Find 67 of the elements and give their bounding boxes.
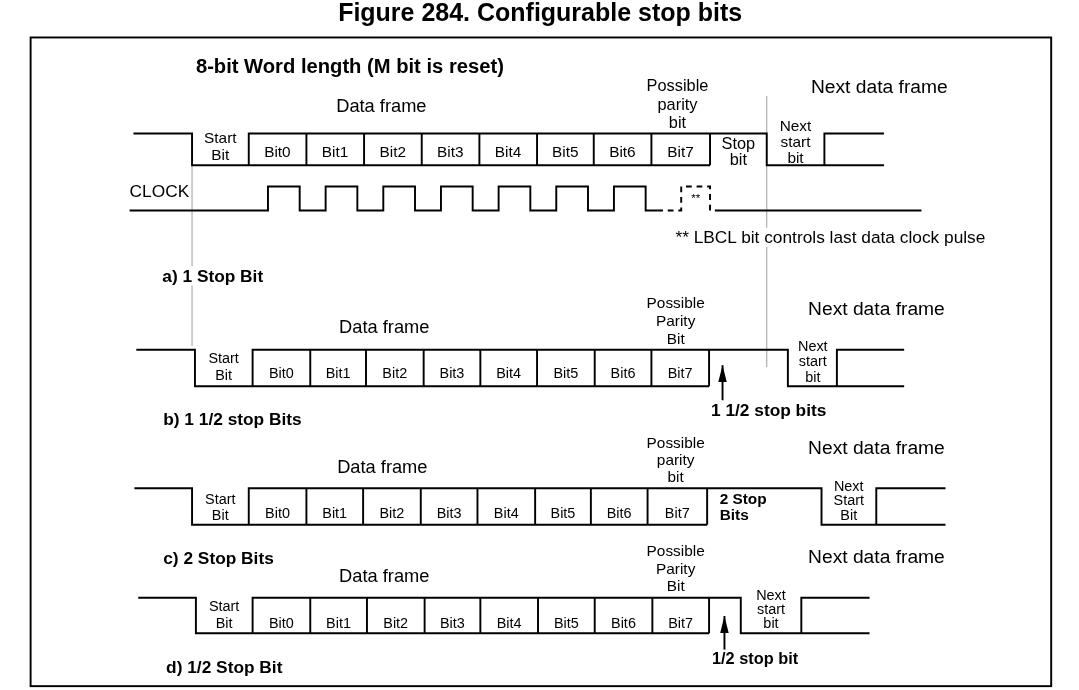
parity-bit-label: Possible Parity Bit — [646, 542, 705, 595]
bit-label: Next Start Bit — [833, 478, 864, 522]
bit-label: Bit6 — [611, 613, 636, 631]
bit-label: Next start bit — [798, 338, 828, 385]
frame-label: Data frame — [336, 96, 427, 118]
arrow — [720, 615, 729, 651]
bit-label: Bit0 — [264, 143, 291, 161]
bit-label: Bit7 — [667, 363, 693, 381]
signal-name: CLOCK — [129, 181, 190, 202]
footnote-mark: ** — [691, 192, 701, 206]
parity-bit-label: Possible Parity Bit — [646, 292, 705, 348]
bit-label: Bit2 — [379, 143, 406, 161]
bit-label: Bit7 — [668, 613, 694, 631]
bit-label: Bit6 — [606, 504, 632, 521]
row-caption: d) 1/2 Stop Bit — [166, 656, 283, 677]
bit-label: Bit2 — [379, 504, 405, 521]
bit-label: Bit2 — [382, 363, 408, 381]
row-caption: b) 1 1/2 stop Bits — [163, 408, 302, 429]
bit-label: Start Bit — [208, 349, 239, 383]
bit-label: Bit5 — [553, 363, 579, 381]
diagram-subtitle: 8-bit Word length (M bit is reset) — [195, 54, 504, 78]
bit-label: Bit5 — [552, 143, 579, 161]
bit-label: Bit5 — [553, 613, 579, 631]
frame-label: Data frame — [339, 566, 430, 587]
frame-label: Next data frame — [808, 545, 945, 568]
frame-label: Next data frame — [811, 75, 948, 98]
bit-label: Bit1 — [326, 613, 351, 631]
bit-label: Next start bit — [779, 116, 812, 166]
bit-label: 2 Stop Bits — [719, 490, 768, 523]
bit-label: Bit7 — [667, 143, 694, 161]
stop-length-label: 1/2 stop bit — [712, 649, 799, 669]
frame-label: Next data frame — [808, 435, 945, 458]
bit-label: Start Bit — [205, 490, 236, 523]
bit-label: Bit0 — [265, 504, 290, 521]
bit-label: Bit1 — [321, 143, 349, 161]
bit-label: Bit3 — [439, 363, 465, 381]
bit-label: Bit1 — [325, 363, 351, 381]
bit-label: Bit0 — [268, 613, 294, 631]
bit-label: Bit3 — [437, 143, 464, 161]
frame-label: Data frame — [339, 317, 430, 339]
bit-label: Bit3 — [440, 613, 465, 631]
bit-label: Start Bit — [208, 597, 240, 631]
bit-label: Next start bit — [756, 586, 786, 630]
row-caption: a) 1 Stop Bit — [162, 265, 264, 286]
bit-label: Bit3 — [436, 504, 462, 521]
bit-label: Bit6 — [609, 143, 636, 161]
frame-label: Data frame — [337, 456, 428, 478]
stop-length-label: 1 1/2 stop bits — [711, 400, 827, 421]
bit-label: Bit0 — [268, 363, 294, 381]
parity-bit-label: Possible parity bit — [646, 76, 709, 132]
bit-label: Stop bit — [721, 135, 756, 169]
bit-label: Bit5 — [550, 504, 576, 521]
bit-label: Bit4 — [494, 143, 522, 161]
bit-label: Bit4 — [493, 504, 519, 521]
figure-title: Figure 284. Configurable stop bits — [338, 0, 743, 28]
bit-label: Bit4 — [496, 363, 522, 381]
bit-label: Bit6 — [610, 363, 636, 381]
row-caption: c) 2 Stop Bits — [163, 548, 274, 569]
bit-label: Start Bit — [204, 129, 237, 163]
parity-bit-label: Possible parity bit — [646, 434, 705, 487]
bit-label: Bit7 — [664, 504, 690, 521]
bit-label: Bit1 — [322, 504, 348, 521]
bit-label: Bit4 — [496, 613, 522, 631]
arrow — [718, 364, 727, 402]
bit-label: Bit2 — [383, 613, 409, 631]
footnote: ** LBCL bit controls last data clock pulse — [675, 227, 986, 248]
frame-label: Next data frame — [808, 297, 945, 320]
